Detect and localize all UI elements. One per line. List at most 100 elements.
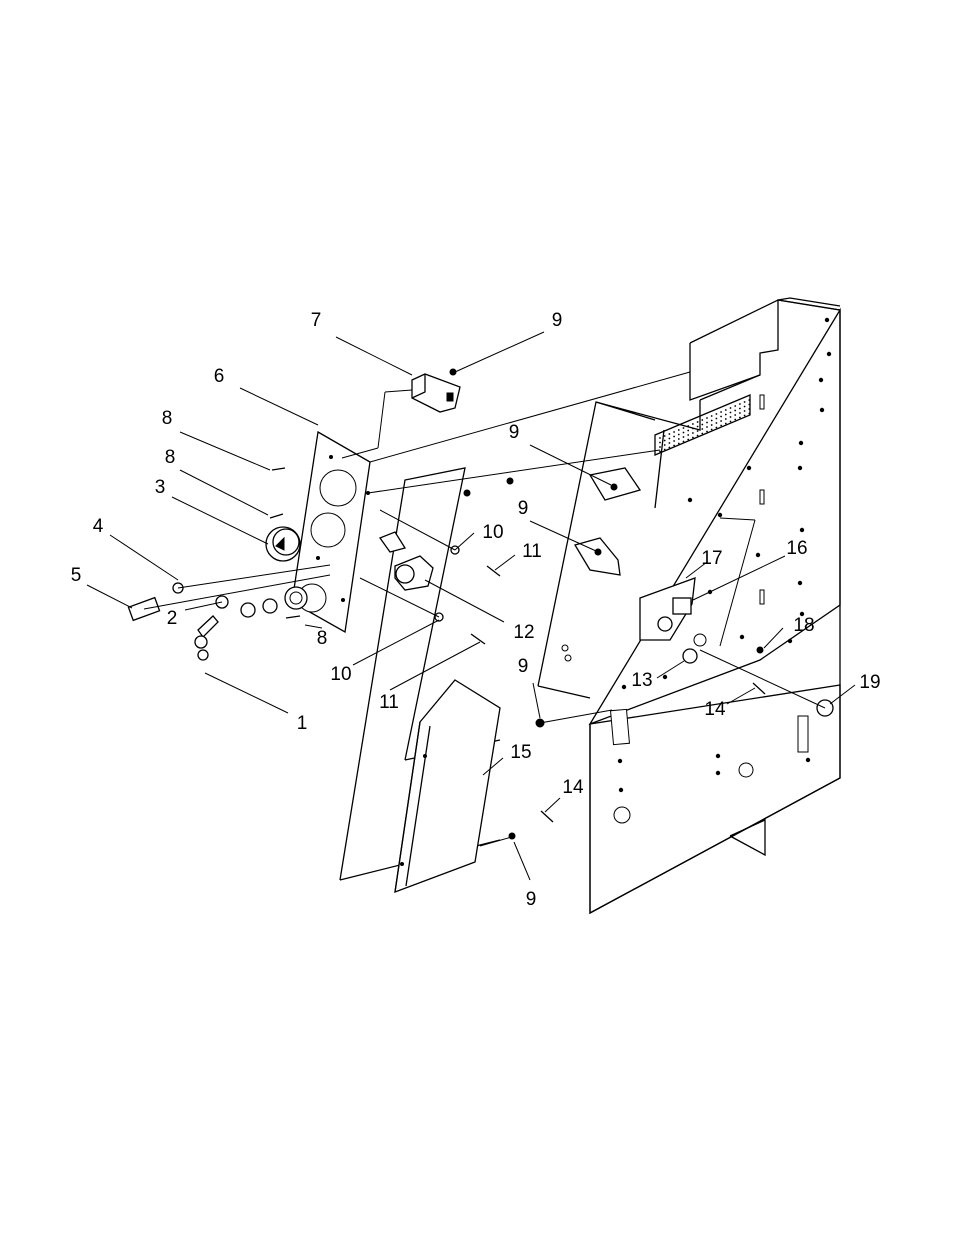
mounting-hole bbox=[826, 351, 832, 357]
perforation-hole bbox=[701, 423, 704, 426]
mounting-hole bbox=[799, 527, 805, 533]
perforation-hole bbox=[696, 430, 699, 432]
perforation-hole bbox=[696, 421, 699, 423]
callout-12: 12 bbox=[513, 622, 534, 643]
perforation-hole bbox=[701, 428, 704, 430]
perforation-hole bbox=[706, 430, 708, 433]
mounting-hole bbox=[715, 770, 721, 776]
selector-switch bbox=[378, 531, 434, 591]
perforation-hole bbox=[724, 409, 727, 411]
perforation-hole bbox=[748, 412, 751, 415]
perforation-hole bbox=[729, 416, 732, 418]
perforation-hole bbox=[739, 412, 741, 414]
perforation-hole bbox=[687, 429, 690, 432]
perforation-hole bbox=[706, 426, 708, 428]
perforation-hole bbox=[673, 435, 675, 438]
perforation-hole bbox=[682, 427, 685, 429]
callout-6: 6 bbox=[214, 366, 225, 387]
perforation-hole bbox=[743, 414, 746, 417]
perforation-hole bbox=[748, 399, 751, 401]
perforation-hole bbox=[720, 420, 722, 422]
callout-11-low: 11 bbox=[379, 692, 399, 713]
perforation-holes bbox=[659, 399, 751, 453]
perforation-hole bbox=[743, 405, 746, 408]
perforation-hole bbox=[724, 413, 727, 416]
perforation-hole bbox=[668, 442, 671, 444]
perforation-hole bbox=[696, 425, 699, 428]
callout-leaders bbox=[86, 331, 856, 881]
callout-19: 19 bbox=[859, 672, 880, 693]
callout-10-top: 10 bbox=[482, 522, 503, 543]
perforation-hole bbox=[687, 438, 690, 441]
perforation-hole bbox=[668, 446, 671, 449]
perforation-hole bbox=[706, 421, 708, 424]
mounting-hole bbox=[787, 638, 793, 644]
perforation-hole bbox=[677, 433, 680, 436]
perforation-hole bbox=[663, 444, 666, 446]
perforation-hole bbox=[659, 437, 661, 439]
perforation-hole bbox=[663, 448, 666, 451]
perforation-hole bbox=[692, 423, 694, 425]
perforation-hole bbox=[734, 409, 737, 412]
mounting-hole bbox=[687, 497, 693, 503]
perforation-hole bbox=[682, 431, 685, 434]
perforation-hole bbox=[687, 434, 690, 436]
mounting-holes bbox=[617, 317, 832, 793]
mounting-hole bbox=[662, 674, 668, 680]
perforation-hole bbox=[668, 437, 671, 440]
perforation-hole bbox=[659, 446, 661, 448]
mounting-hole bbox=[798, 440, 804, 446]
callout-15: 15 bbox=[510, 742, 531, 763]
callout-9-low1: 9 bbox=[518, 656, 529, 677]
mounting-hole bbox=[797, 465, 803, 471]
perforation-hole bbox=[659, 450, 661, 453]
perforation-hole bbox=[701, 432, 704, 435]
perforation-hole bbox=[734, 418, 737, 421]
callout-9-top: 9 bbox=[552, 310, 563, 331]
callout-4: 4 bbox=[93, 516, 104, 537]
perforation-hole bbox=[663, 439, 666, 442]
callout-17: 17 bbox=[701, 548, 722, 569]
callout-14-right: 14 bbox=[704, 699, 726, 720]
callout-9-mid2: 9 bbox=[518, 498, 529, 519]
perforation-hole bbox=[710, 428, 713, 431]
perforation-hole bbox=[701, 419, 704, 421]
front-cover-panel bbox=[394, 679, 501, 893]
perforation-hole bbox=[720, 411, 722, 413]
callout-7: 7 bbox=[311, 310, 322, 331]
perforation-hole bbox=[748, 403, 751, 406]
callout-1: 1 bbox=[297, 713, 308, 734]
callout-8-low: 8 bbox=[317, 628, 328, 649]
callout-9-mid1: 9 bbox=[509, 422, 520, 443]
callout-8-mid: 8 bbox=[165, 447, 176, 468]
perforation-hole bbox=[677, 442, 680, 445]
mounting-hole bbox=[617, 758, 623, 764]
perforation-hole bbox=[734, 405, 737, 407]
mounting-hole bbox=[819, 407, 825, 413]
callout-2: 2 bbox=[167, 608, 178, 629]
callout-14-low: 14 bbox=[562, 777, 584, 798]
perforation-hole bbox=[673, 444, 675, 447]
perforation-hole bbox=[748, 408, 751, 410]
mounting-hole bbox=[739, 634, 745, 640]
perforation-hole bbox=[659, 441, 661, 444]
perforation-hole bbox=[729, 420, 732, 423]
perforation-hole bbox=[715, 426, 718, 429]
mounting-hole bbox=[797, 580, 803, 586]
perforation-hole bbox=[692, 432, 694, 434]
perforation-hole bbox=[715, 422, 718, 424]
mounting-hole bbox=[746, 465, 752, 471]
perforation-hole bbox=[729, 407, 732, 409]
inner-divider-panel bbox=[537, 400, 701, 699]
cabinet-side-panel bbox=[588, 297, 841, 915]
mounting-hole bbox=[805, 757, 811, 763]
perforation-hole bbox=[663, 435, 666, 437]
perforation-hole bbox=[720, 415, 722, 418]
assembly-lines bbox=[143, 371, 826, 847]
perforation-hole bbox=[706, 417, 708, 419]
perforation-hole bbox=[720, 424, 722, 427]
perforation-hole bbox=[677, 438, 680, 440]
callout-labels: 7 9 6 8 8 3 4 5 2 8 1 9 9 10 11 12 10 11… bbox=[71, 310, 881, 910]
grommet-component bbox=[682, 648, 698, 664]
